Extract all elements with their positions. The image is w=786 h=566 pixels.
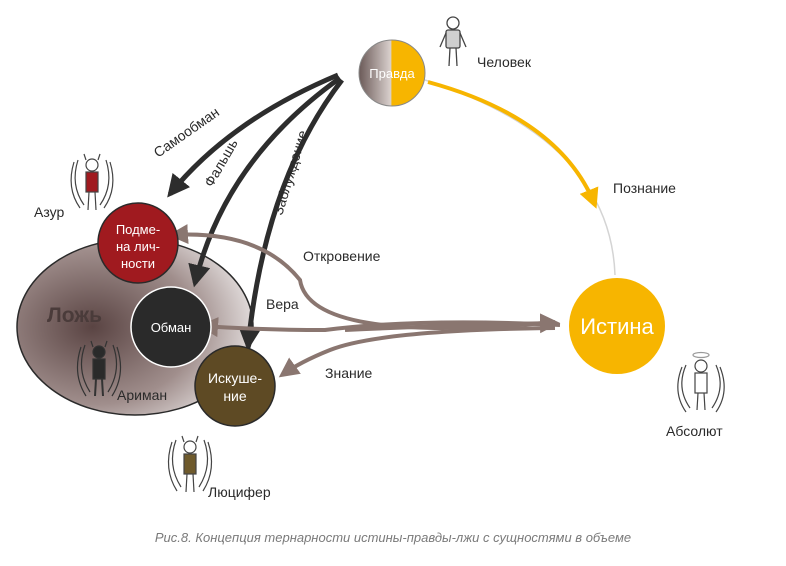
zabluzhdenie-arrow [238,78,344,351]
lozh-label: Ложь [47,304,102,327]
istina-node [569,278,665,374]
vera-label: Вера [266,296,299,312]
chelovek-figure-icon [439,16,467,67]
to-istina-arrow [344,313,560,334]
falsh-arrow [188,75,342,288]
podmena-line1: Подме- [116,222,160,237]
chelovek-label: Человек [477,54,532,70]
podmena-line3: ности [121,256,155,271]
iskushenie-line1: Искуше- [208,370,262,386]
otkrovenie-label: Откровение [303,248,381,264]
istina-label: Истина [580,314,654,339]
connection-arc [424,79,616,276]
obman-label: Обман [151,320,192,335]
obman-node [130,286,212,368]
absolyut-label: Абсолют [666,423,723,439]
poznanie-arrow [427,80,599,209]
absolyut-angel-icon [677,351,725,413]
pravda-label: Правда [369,66,415,81]
azur-label: Азур [34,204,64,220]
znanie-label: Знание [325,365,373,381]
lyutsifer-devil-icon [167,435,213,493]
diagram-panel: Правда Истина Ложь Подме- на лич- ности … [16,16,725,500]
podmena-node [97,202,179,284]
azur-devil-icon [70,153,114,211]
lyutsifer-label: Люцифер [208,484,271,500]
figure-caption: Рис.8. Концепция тернарности истины-прав… [154,530,632,545]
truth-lie-diagram: Правда Истина Ложь Подме- на лич- ности … [16,16,725,500]
pravda-node [358,39,426,107]
podmena-line2: на лич- [116,239,160,254]
poznanie-label: Познание [613,180,676,196]
ariman-devil-icon [76,340,122,397]
znanie-arrow [278,326,556,378]
samoobman-arrow [167,72,339,198]
iskushenie-line2: ние [223,388,247,404]
ariman-label: Ариман [117,387,167,403]
zabluzhdenie-label: Заблуждение [270,128,311,217]
iskushenie-node [194,345,276,427]
